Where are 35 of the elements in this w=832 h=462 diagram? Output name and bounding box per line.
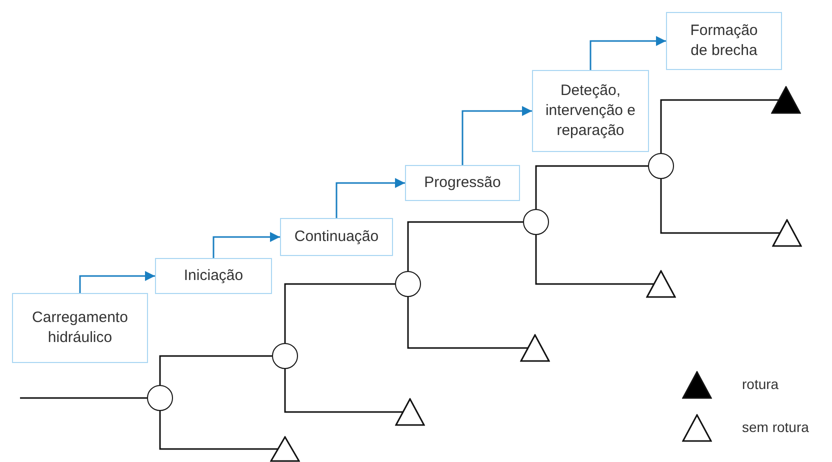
branch-line <box>407 221 523 271</box>
chance-node-circle <box>147 385 173 411</box>
branch-line <box>407 297 528 349</box>
legend-label: rotura <box>742 376 779 392</box>
chance-node-circle <box>395 271 421 297</box>
arrow <box>336 178 405 218</box>
stage-box: Deteção, intervenção e reparação <box>532 70 649 152</box>
chance-node-circle <box>523 209 549 235</box>
stage-box: Formação de brecha <box>666 12 782 70</box>
stage-box: Carregamento hidráulico <box>12 293 148 363</box>
no-failure-triangle <box>270 436 300 462</box>
no-failure-triangle <box>772 219 802 247</box>
no-failure-triangle <box>395 398 425 426</box>
chance-node-circle <box>272 343 298 369</box>
arrow <box>462 106 532 165</box>
stage-box: Iniciação <box>155 258 272 294</box>
branch-line <box>284 369 402 413</box>
arrow <box>212 232 280 258</box>
branch-line <box>284 283 395 343</box>
failure-triangle <box>771 86 801 114</box>
no-failure-triangle <box>520 334 550 362</box>
arrow <box>590 36 666 70</box>
branch-line <box>660 179 780 234</box>
arrow <box>79 271 155 293</box>
chance-node-circle <box>648 153 674 179</box>
stage-box: Continuação <box>280 218 393 256</box>
stage-box: Progressão <box>405 165 520 201</box>
branch-line <box>535 235 654 285</box>
branch-line <box>159 355 272 385</box>
branch-line <box>159 411 278 450</box>
legend-label: sem rotura <box>742 419 809 435</box>
branch-line <box>20 397 147 399</box>
branch-line <box>660 99 778 153</box>
no-failure-triangle <box>646 270 676 298</box>
branch-line <box>535 165 648 209</box>
